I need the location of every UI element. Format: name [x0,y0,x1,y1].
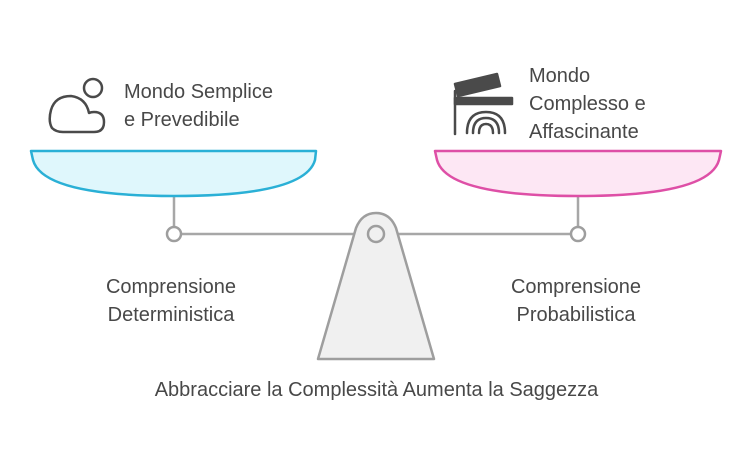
left-caption-line: Deterministica [107,304,235,326]
right-caption-line: Probabilistica [516,304,636,326]
right-pan-title-line: Mondo [529,65,591,87]
right-pan-title: Mondo Complesso e Affascinante [529,62,646,146]
left-caption-line: Comprensione [105,276,237,298]
right-pan-title-line: Affascinante [529,121,639,143]
scale-fulcrum [316,211,436,361]
right-pan-title-line: Complesso e [529,93,646,115]
right-caption: Comprensione Probabilistica [476,273,676,329]
left-caption: Comprensione Deterministica [71,273,271,329]
footer-text: Abbracciare la Complessità Aumenta la Sa… [154,379,599,401]
cloud-sun-icon [48,77,106,134]
clapperboard-icon [453,72,514,136]
pivot-joint [366,224,386,244]
left-pan-title-line: Mondo Semplice [124,81,273,103]
footer-caption: Abbracciare la Complessità Aumenta la Sa… [0,376,753,404]
right-pan [433,149,723,198]
right-caption-line: Comprensione [510,276,642,298]
left-pan-title: Mondo Semplice e Prevedibile [124,78,273,134]
left-joint [165,225,183,243]
left-pan-title-line: e Prevedibile [124,109,240,131]
right-joint [569,225,587,243]
left-pan [29,149,318,198]
